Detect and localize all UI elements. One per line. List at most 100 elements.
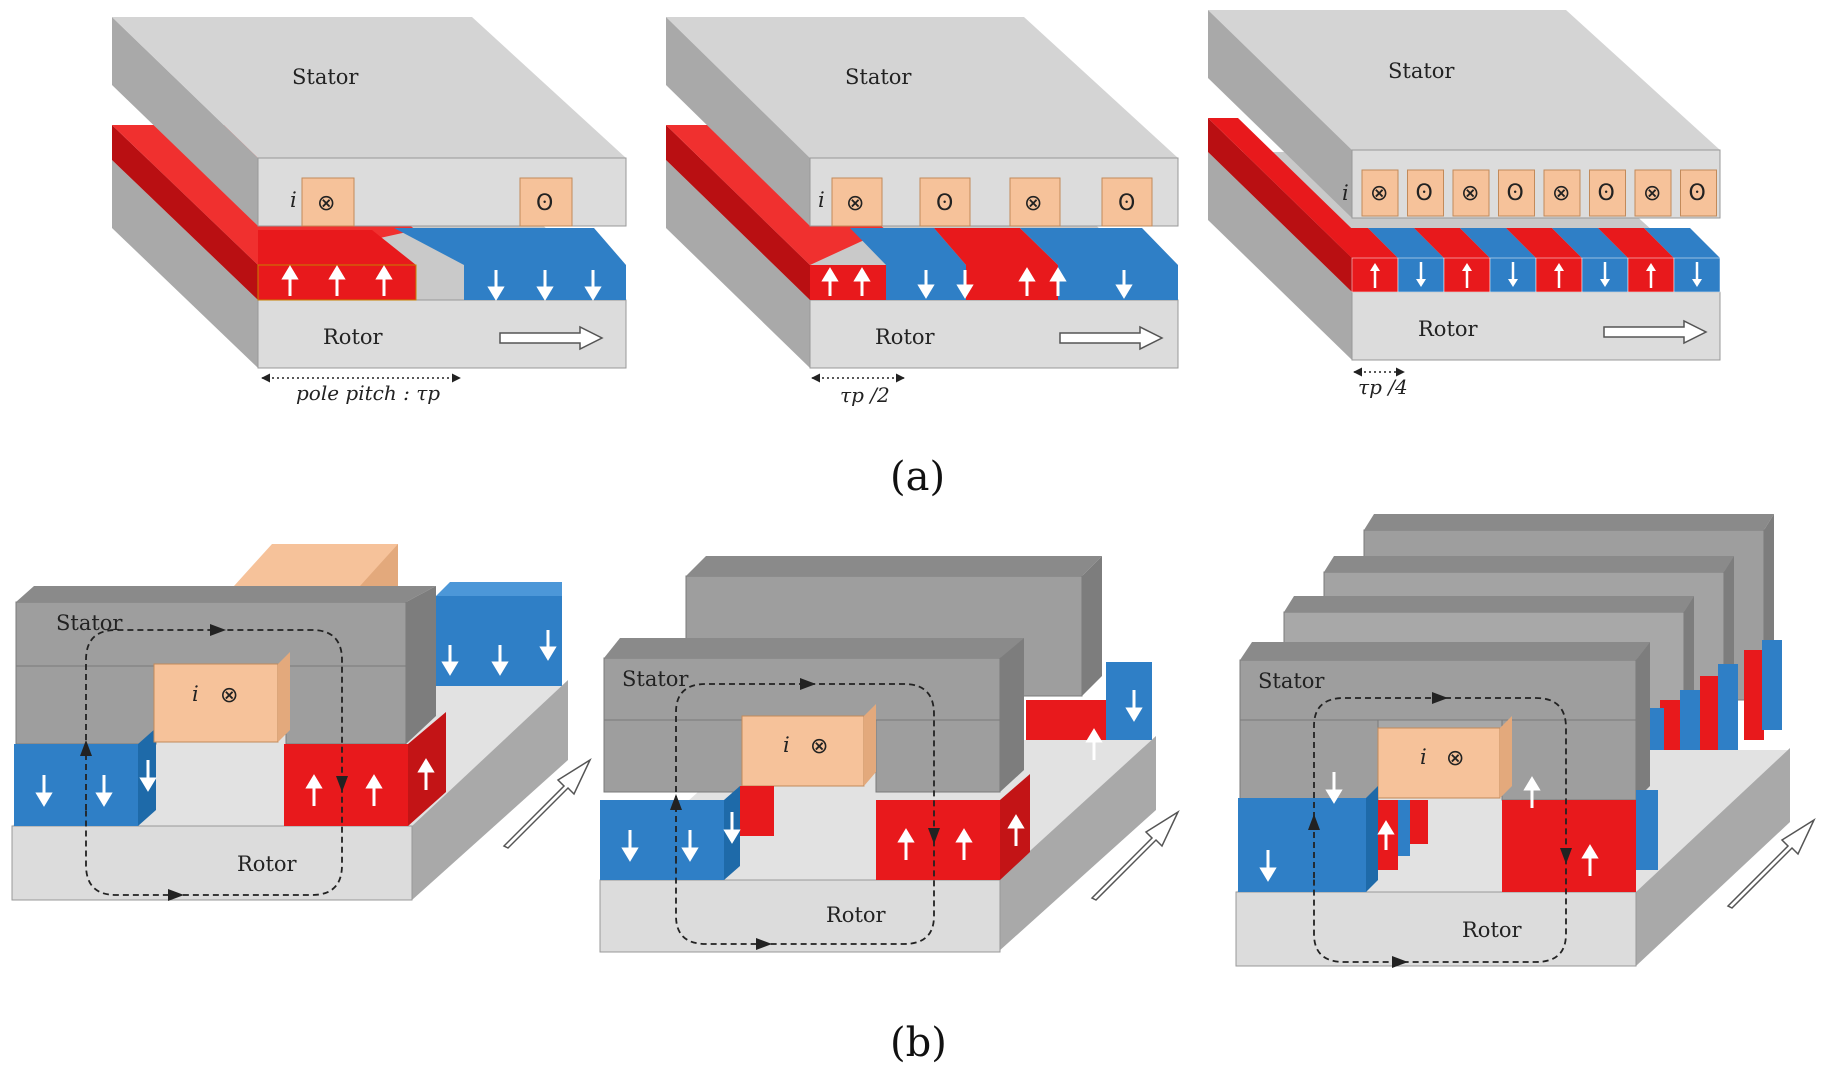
stator-body — [1239, 659, 1637, 721]
rotor-label: Rotor — [875, 325, 936, 349]
rotor-side — [412, 680, 568, 900]
magnet-top — [1460, 228, 1536, 258]
coil — [1498, 169, 1535, 217]
coil-out — [519, 177, 573, 227]
south-magnet-front — [1058, 265, 1178, 300]
current-label: i — [1342, 181, 1349, 205]
south-magnet-front — [14, 744, 138, 826]
panel-b1-diagram: Stator Rotor i ⊗ — [11, 544, 592, 901]
out-symbol: ʘ — [936, 191, 953, 216]
coil — [1680, 169, 1717, 217]
flux-path — [1313, 697, 1567, 963]
out-symbol: ʘ — [1689, 181, 1706, 206]
out-symbol: ʘ — [536, 191, 553, 216]
magnet-top — [1598, 228, 1674, 258]
current-label: i — [192, 682, 199, 706]
panel-b2-diagram: Stator Rotor i ⊗ — [599, 556, 1180, 953]
stator-label: Stator — [1388, 59, 1455, 83]
into-symbol: ⊗ — [1461, 181, 1479, 206]
coil — [1452, 169, 1490, 217]
arrow-head-icon — [1646, 263, 1656, 271]
magnet-strip — [1700, 676, 1720, 766]
magnet-top — [1414, 228, 1490, 258]
south-magnet-front — [1238, 798, 1366, 892]
into-symbol: ⊗ — [1643, 181, 1661, 206]
into-symbol: ⊗ — [317, 191, 335, 216]
into-symbol: ⊗ — [220, 683, 238, 708]
panel-a3-diagram: ⊗ʘ⊗ʘ⊗ʘ⊗ʘ i Stator Rotor τp /4 — [1208, 10, 1721, 399]
into-symbol: ⊗ — [1552, 181, 1570, 206]
flux-path — [675, 683, 935, 945]
into-symbol: ⊗ — [1370, 181, 1388, 206]
north-magnet-top-2 — [258, 230, 416, 265]
caption-a: (a) — [890, 454, 945, 500]
out-symbol: ʘ — [1118, 191, 1135, 216]
rotor-label: Rotor — [1462, 918, 1523, 942]
arrow-head-icon — [1370, 263, 1380, 271]
stator-label: Stator — [56, 611, 123, 635]
coil — [1634, 169, 1672, 217]
out-symbol: ʘ — [1598, 181, 1615, 206]
motion-arrow-icon — [502, 758, 592, 849]
rotor-front — [1235, 891, 1637, 967]
stator-label: Stator — [622, 667, 689, 691]
magnet-top — [1322, 228, 1398, 258]
current-label: i — [1420, 745, 1427, 769]
motion-arrow-icon — [1059, 325, 1164, 351]
out-symbol: ʘ — [1507, 181, 1524, 206]
north-magnet-side — [112, 125, 258, 300]
south-magnet-top — [394, 228, 626, 265]
magnet-top — [1368, 228, 1444, 258]
north-magnet-front — [284, 744, 408, 826]
motion-arrow-icon — [499, 325, 604, 351]
arrow-head-icon — [1416, 279, 1426, 287]
half-pitch-label: τp /2 — [840, 383, 890, 407]
coil — [1589, 169, 1626, 217]
magnet-top — [1644, 228, 1720, 258]
magnet-top — [1552, 228, 1628, 258]
magnet-strip — [1762, 640, 1782, 730]
into-symbol: ⊗ — [810, 734, 828, 759]
arrow-head-icon — [1554, 263, 1564, 271]
quarter-pitch-label: τp /4 — [1358, 375, 1408, 399]
stator-label: Stator — [845, 65, 912, 89]
arrow-head-icon — [1600, 279, 1610, 287]
north-magnet-front — [876, 800, 1000, 880]
coil — [1407, 169, 1444, 217]
stator-top — [112, 17, 626, 158]
motion-arrow-icon — [1726, 818, 1816, 909]
stator-side — [112, 17, 258, 226]
arrow-head-icon — [1462, 263, 1472, 271]
into-symbol: ⊗ — [846, 191, 864, 216]
stator-label: Stator — [292, 65, 359, 89]
rotor-label: Rotor — [237, 852, 298, 876]
current-label: i — [783, 733, 790, 757]
motion-arrow-icon — [1090, 810, 1180, 901]
magnet-strip — [1718, 664, 1738, 754]
coil — [1361, 169, 1399, 217]
arrow-head-icon — [1692, 279, 1702, 287]
north-magnet-front — [1502, 800, 1636, 892]
panel-b3-diagram: Stator Rotor i ⊗ — [1235, 514, 1816, 968]
north-magnet-front — [810, 265, 886, 300]
rotor-label: Rotor — [826, 903, 887, 927]
panel-a2-diagram: ⊗ ʘ ⊗ ʘ i Stator Rotor τp /2 — [666, 17, 1179, 407]
arrow-head-icon — [1508, 279, 1518, 287]
rotor-front — [1351, 291, 1721, 361]
rotor-side — [112, 160, 258, 368]
pole-pitch-label: pole pitch : τp — [296, 381, 440, 405]
magnet-top — [1506, 228, 1582, 258]
rotor-front — [599, 879, 1001, 953]
caption-b: (b) — [890, 1020, 947, 1066]
current-label: i — [290, 188, 297, 212]
north-magnet-front — [966, 265, 1058, 300]
coil-into — [301, 177, 355, 227]
south-magnet-front — [600, 800, 724, 880]
magnet-strip — [1744, 650, 1764, 740]
into-symbol: ⊗ — [1446, 746, 1464, 771]
rotor-label: Rotor — [323, 325, 384, 349]
panel-a1-diagram: ⊗ ʘ i Stator Rotor pole pitch : τp — [112, 17, 627, 405]
motion-arrow-icon — [1603, 319, 1708, 345]
rotor-label: Rotor — [1418, 317, 1479, 341]
